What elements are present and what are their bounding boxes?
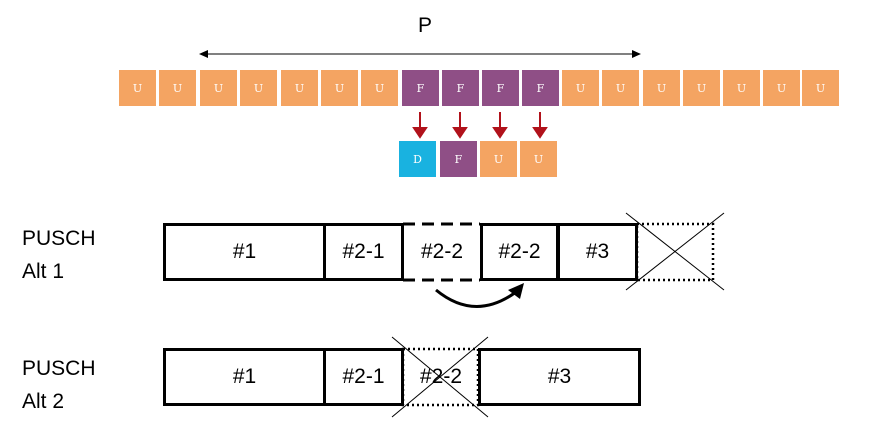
alt1-segment-3: #3 [557,223,638,281]
slot: U [562,70,599,106]
slot: U [321,70,358,106]
converted-slot-flexible: F [440,141,477,177]
alt1-label-line2: Alt 1 [22,260,65,283]
slot: U [119,70,156,106]
slot: U [802,70,839,106]
slot: U [763,70,800,106]
converted-slot-uplink: U [520,141,557,177]
slot: F [522,70,559,106]
down-arrow-head [412,127,428,139]
slot: F [442,70,479,106]
slot: U [643,70,680,106]
down-arrow-head [452,127,468,139]
alt1-cross-2 [625,212,725,291]
alt1-label-line1: PUSCH [22,227,96,250]
alt1-segment-1: #1 [163,223,326,281]
alt1-move-arrowhead [508,283,524,299]
alt2-label-line1: PUSCH [22,357,96,380]
alt2-segment-2-1: #2-1 [323,348,404,406]
alt2-segment-2-2-cancelled: #2-2 [419,365,463,388]
period-arrow-left-head [199,50,208,58]
alt1-segment-2-1: #2-1 [323,223,404,281]
slot: U [240,70,277,106]
alt2-label: PUSCH Alt 2 [22,352,96,418]
down-arrow-head [532,127,548,139]
alt1-segment-2-2-original: #2-2 [420,240,464,263]
slot: U [159,70,196,106]
alt2-segment-1: #1 [163,348,326,406]
slot: U [683,70,720,106]
slot: U [281,70,318,106]
converted-slot-downlink: D [399,141,436,177]
alt2-cross-2 [391,336,489,418]
converted-slot-uplink: U [480,141,517,177]
slot: U [723,70,760,106]
slot: F [402,70,439,106]
alt1-segment-2-2-moved: #2-2 [480,223,559,281]
alt2-segment-3: #3 [478,348,641,406]
alt2-label-line2: Alt 2 [22,390,65,413]
alt1-move-arrow [435,288,517,308]
slot: U [361,70,398,106]
alt1-label: PUSCH Alt 1 [22,222,96,288]
slot: F [482,70,519,106]
period-label: P [418,14,433,37]
slot: U [200,70,237,106]
down-arrow-head [492,127,508,139]
slot: U [602,70,639,106]
period-arrow-right-head [632,50,641,58]
